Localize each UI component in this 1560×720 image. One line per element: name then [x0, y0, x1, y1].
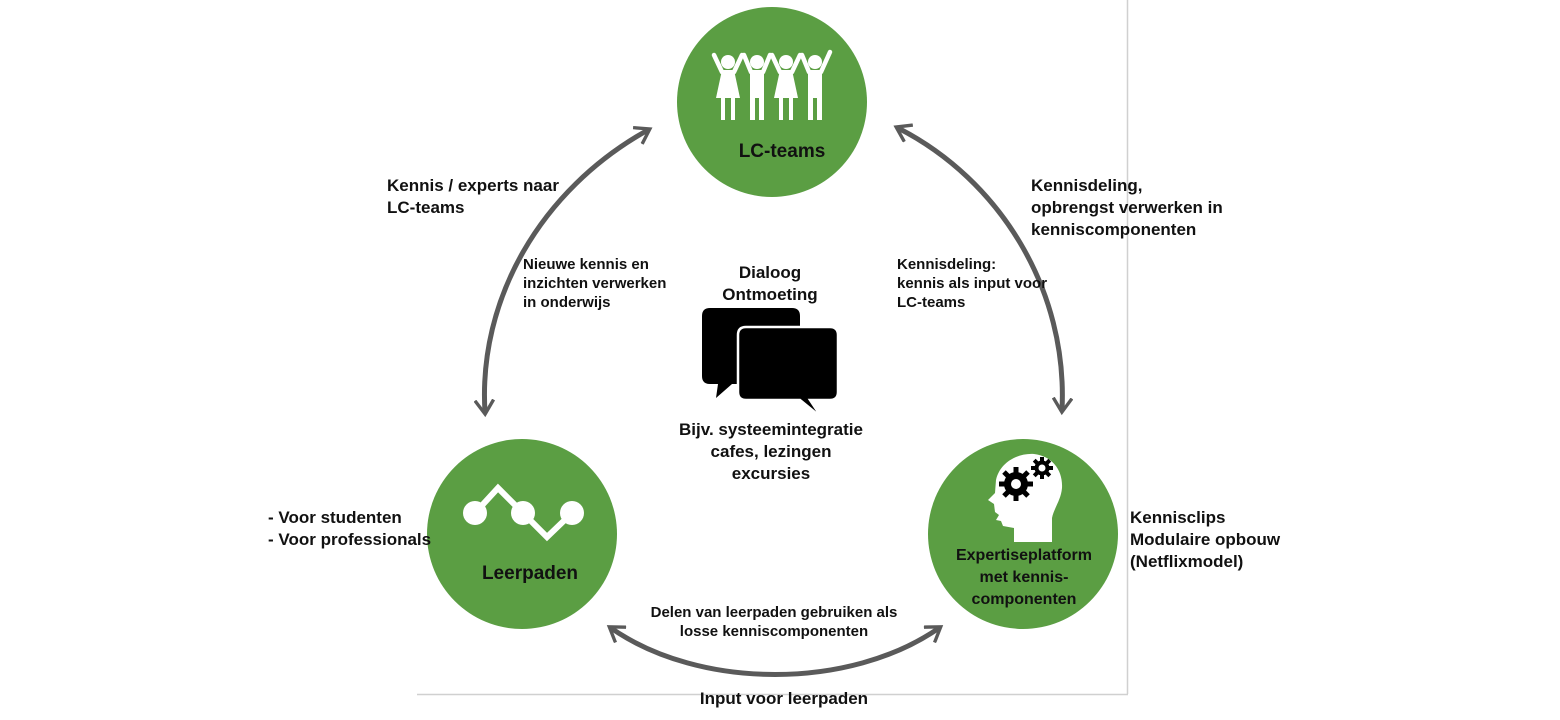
center-examples: Bijv. systeemintegratie cafes, lezingen …	[660, 419, 882, 485]
annotation-left-inner-line-2: inzichten verwerken	[523, 275, 667, 292]
node-title-lc-teams: LC-teams	[738, 141, 826, 162]
center-example-line-2: cafes, lezingen	[710, 442, 832, 461]
center-example-line-3: excursies	[731, 464, 811, 483]
annotation-left-inner-line-1: Nieuwe kennis en	[523, 256, 649, 273]
arrow-leerpaden-expertise	[611, 628, 939, 677]
annotation-bottom-inner-line-2: losse kenniscomponenten	[679, 623, 869, 640]
node-leerpaden	[427, 439, 617, 629]
annotation-right-inner-line-3: LC-teams	[897, 294, 966, 311]
annotation-right-outer-line-3: kenniscomponenten	[1031, 220, 1197, 239]
expertise-title-line-2: met kennis-	[979, 569, 1069, 586]
annotation-left-inner-line-3: in onderwijs	[523, 294, 611, 311]
center-heading-line-2: Ontmoeting	[722, 285, 818, 304]
annotation-right-outer: Kennisdeling, opbrengst verwerken in ken…	[1031, 175, 1223, 241]
annotation-left-outer-line-1: Kennis / experts naar	[387, 176, 559, 195]
annotation-right-inner-line-1: Kennisdeling:	[897, 256, 997, 273]
annotation-right-inner-line-2: kennis als input voor	[897, 275, 1048, 292]
arrow-leerpaden-lcteams	[484, 130, 648, 412]
chat-bubbles-icon	[702, 308, 840, 419]
center-heading-line-1: Dialoog	[738, 263, 802, 282]
people-holding-hands-icon	[711, 49, 833, 120]
annotation-right-inner: Kennisdeling: kennis als input voor LC-t…	[897, 255, 1047, 312]
annotation-bottom-outer: Input voor leerpaden	[699, 689, 869, 708]
annotation-left-outer: Kennis / experts naar LC-teams	[387, 175, 559, 219]
annotation-expertise-side-line-3: (Netflixmodel)	[1130, 552, 1244, 571]
node-circle-lc-teams	[677, 7, 867, 197]
annotation-left-inner: Nieuwe kennis en inzichten verwerken in …	[523, 255, 666, 312]
annotation-right-outer-line-2: opbrengst verwerken in	[1031, 198, 1223, 217]
node-title-leerpaden: Leerpaden	[481, 563, 579, 584]
learning-path-icon	[463, 483, 584, 542]
expertise-title-line-3: componenten	[971, 591, 1077, 608]
annotation-right-outer-line-1: Kennisdeling,	[1031, 176, 1143, 195]
annotation-expertise-side: Kennisclips Modulaire opbouw (Netflixmod…	[1130, 507, 1280, 573]
node-expertiseplatform	[928, 439, 1118, 629]
annotation-expertise-side-line-2: Modulaire opbouw	[1130, 530, 1281, 549]
annotation-leerpaden-side-line-1: - Voor studenten	[268, 508, 402, 527]
node-lc-teams	[677, 7, 867, 197]
head-gears-icon	[988, 453, 1063, 542]
annotation-bottom-inner: Delen van leerpaden gebruiken als losse …	[624, 603, 924, 641]
annotation-expertise-side-line-1: Kennisclips	[1130, 508, 1226, 527]
annotation-bottom-inner-line-1: Delen van leerpaden gebruiken als	[650, 604, 898, 621]
arrow-lcteams-expertise	[898, 128, 1062, 410]
center-example-line-1: Bijv. systeemintegratie	[679, 420, 863, 439]
annotation-leerpaden-side: - Voor studenten - Voor professionals	[268, 507, 431, 551]
node-title-expertiseplatform: Expertiseplatform met kennis- componente…	[938, 545, 1110, 611]
node-circle-leerpaden	[427, 439, 617, 629]
annotation-left-outer-line-2: LC-teams	[387, 198, 465, 217]
annotation-leerpaden-side-line-2: - Voor professionals	[268, 530, 432, 549]
expertise-title-line-1: Expertiseplatform	[955, 547, 1093, 564]
center-heading: Dialoog Ontmoeting	[700, 262, 840, 306]
